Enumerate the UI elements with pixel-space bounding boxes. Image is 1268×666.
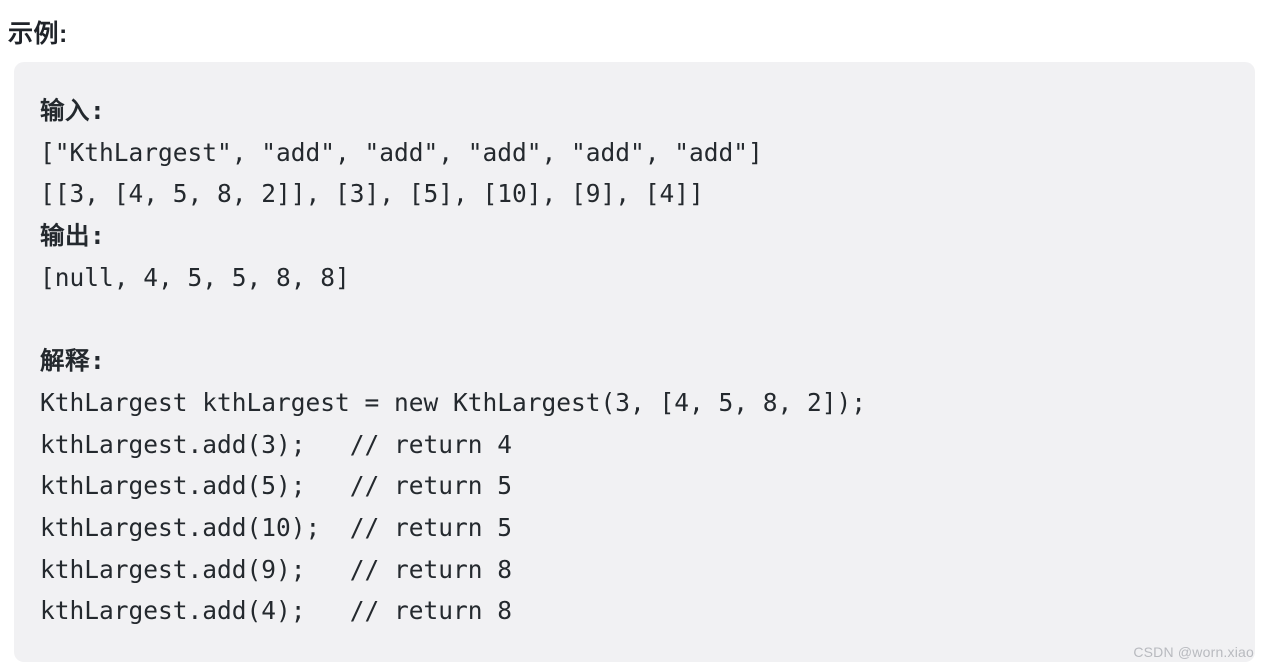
code-line-label: 输出: bbox=[40, 221, 106, 251]
code-line: kthLargest.add(9); // return 8 bbox=[40, 554, 513, 584]
code-line: kthLargest.add(5); // return 5 bbox=[40, 471, 513, 501]
code-line: kthLargest.add(4); // return 8 bbox=[40, 596, 513, 626]
code-line: [null, 4, 5, 5, 8, 8] bbox=[40, 262, 350, 292]
code-line: ["KthLargest", "add", "add", "add", "add… bbox=[40, 137, 763, 167]
page-title: 示例: bbox=[8, 20, 68, 48]
code-line-label: 输入: bbox=[40, 96, 106, 125]
code-line: KthLargest kthLargest = new KthLargest(3… bbox=[40, 387, 867, 417]
code-line: kthLargest.add(10); // return 5 bbox=[40, 513, 513, 543]
code-line: [[3, [4, 5, 8, 2]], [3], [5], [10], [9],… bbox=[40, 179, 704, 209]
code-line-label: 解释: bbox=[40, 346, 106, 376]
code-line: kthLargest.add(3); // return 4 bbox=[40, 429, 513, 459]
example-code-block: 输入: ["KthLargest", "add", "add", "add", "… bbox=[14, 62, 1255, 662]
csdn-watermark: CSDN @worn.xiao bbox=[1133, 644, 1254, 660]
code-line-blank bbox=[40, 299, 1255, 341]
code-lines-container: 输入: ["KthLargest", "add", "add", "add", "… bbox=[40, 90, 1255, 632]
